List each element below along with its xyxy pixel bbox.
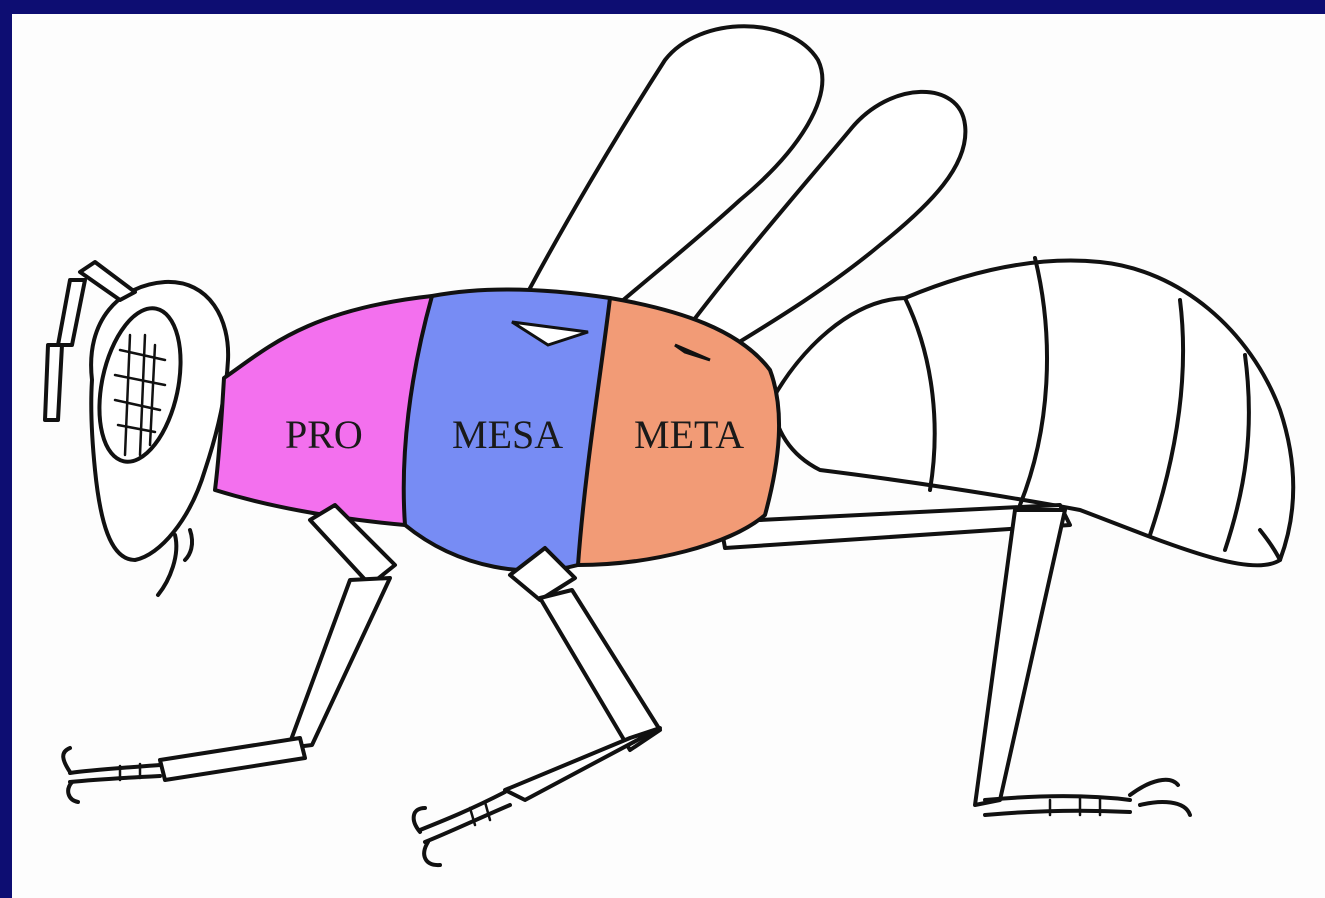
prothorax xyxy=(215,296,432,525)
front-leg xyxy=(63,505,395,802)
middle-leg xyxy=(414,548,660,865)
label-mesa: MESA xyxy=(452,412,563,457)
head xyxy=(87,282,229,595)
label-meta: META xyxy=(634,412,744,457)
hind-leg xyxy=(720,505,1190,815)
label-pro: PRO xyxy=(285,412,363,457)
